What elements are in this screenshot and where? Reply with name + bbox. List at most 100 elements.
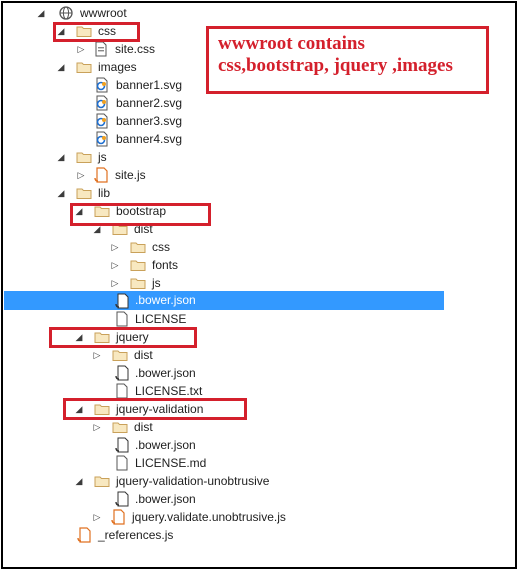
- expanded-arrow-icon[interactable]: ◢: [57, 25, 65, 36]
- tree-node-label: jquery.validate.unobtrusive.js: [132, 510, 286, 524]
- tree-node-label: fonts: [152, 258, 179, 272]
- tree-node-wwwroot[interactable]: ◢ wwwroot: [36, 4, 236, 22]
- tree-node-label: banner2.svg: [116, 96, 183, 110]
- screenshot-frame: [1, 1, 517, 569]
- text-file-icon: [116, 455, 128, 471]
- collapsed-arrow-icon[interactable]: ▷: [77, 169, 85, 180]
- globe-icon: [59, 6, 73, 20]
- annotation-note: wwwroot contains css,bootstrap, jquery ,…: [206, 26, 489, 94]
- expanded-arrow-icon[interactable]: ◢: [37, 7, 45, 18]
- expanded-arrow-icon[interactable]: ◢: [57, 151, 65, 162]
- js-file-icon: [94, 167, 108, 183]
- tree-node-validation-bower-json[interactable]: .bower.json: [114, 436, 224, 454]
- tree-node-label: LICENSE.md: [135, 456, 207, 470]
- folder-icon: [130, 242, 146, 253]
- tree-node-label: bootstrap: [116, 204, 167, 218]
- tree-node-label: site.css: [115, 42, 156, 56]
- json-file-icon: [115, 365, 129, 381]
- tree-node-label: css: [98, 24, 116, 38]
- tree-node-label: banner1.svg: [116, 78, 183, 92]
- folder-icon: [94, 206, 110, 217]
- tree-node-label: banner3.svg: [116, 114, 183, 128]
- expanded-arrow-icon[interactable]: ◢: [75, 475, 83, 486]
- folder-icon: [130, 260, 146, 271]
- highlight-box-css: [53, 22, 140, 42]
- tree-node-jquery-dist-folder[interactable]: ▷ dist: [92, 346, 192, 364]
- svg-file-icon: [96, 77, 108, 93]
- tree-node-site-css[interactable]: ▷ site.css: [76, 40, 196, 58]
- tree-node-label: banner4.svg: [116, 132, 183, 146]
- folder-icon: [94, 476, 110, 487]
- folder-icon: [94, 404, 110, 415]
- expanded-arrow-icon[interactable]: ◢: [57, 187, 65, 198]
- folder-icon: [112, 350, 128, 361]
- tree-node-label: .bower.json: [135, 438, 196, 452]
- highlight-box-bootstrap: [70, 203, 211, 226]
- svg-file-icon: [96, 113, 108, 129]
- folder-icon: [76, 152, 92, 163]
- tree-node-bootstrap-bower-json[interactable]: .bower.json: [4, 291, 444, 310]
- expanded-arrow-icon[interactable]: ◢: [75, 403, 83, 414]
- tree-node-banner2-svg[interactable]: banner2.svg: [94, 94, 204, 112]
- tree-node-site-js[interactable]: ▷ site.js: [76, 166, 176, 184]
- tree-node-jquery-validation-folder[interactable]: ◢ jquery-validation: [74, 400, 244, 418]
- collapsed-arrow-icon[interactable]: ▷: [111, 259, 119, 270]
- tree-node-bootstrap-folder[interactable]: ◢ bootstrap: [74, 202, 204, 220]
- json-file-icon: [115, 437, 129, 453]
- tree-node-css-folder[interactable]: ◢ css: [56, 22, 156, 40]
- svg-file-icon: [96, 131, 108, 147]
- tree-node-label: jquery: [116, 330, 149, 344]
- tree-node-jquery-folder[interactable]: ◢ jquery: [74, 328, 174, 346]
- tree-node-banner1-svg[interactable]: banner1.svg: [94, 76, 204, 94]
- collapsed-arrow-icon[interactable]: ▷: [111, 241, 119, 252]
- tree-node-label: _references.js: [98, 528, 174, 542]
- tree-node-banner3-svg[interactable]: banner3.svg: [94, 112, 204, 130]
- folder-icon: [76, 26, 92, 37]
- tree-node-dist-js-folder[interactable]: ▷ js: [110, 274, 210, 292]
- tree-node-label: css: [152, 240, 170, 254]
- text-file-icon: [116, 311, 128, 327]
- tree-node-unobtrusive-js[interactable]: ▷ jquery.validate.unobtrusive.js: [92, 508, 312, 526]
- json-file-icon: [115, 491, 129, 507]
- collapsed-arrow-icon[interactable]: ▷: [111, 277, 119, 288]
- tree-node-label: .bower.json: [135, 293, 196, 307]
- expanded-arrow-icon[interactable]: ◢: [93, 223, 101, 234]
- collapsed-arrow-icon[interactable]: ▷: [93, 511, 101, 522]
- tree-node-images-folder[interactable]: ◢ images: [56, 58, 176, 76]
- expanded-arrow-icon[interactable]: ◢: [75, 205, 83, 216]
- tree-node-label: dist: [134, 348, 153, 362]
- tree-node-label: jquery-validation-unobtrusive: [116, 474, 270, 488]
- folder-icon: [94, 332, 110, 343]
- tree-node-dist-css-folder[interactable]: ▷ css: [110, 238, 210, 256]
- tree-node-banner4-svg[interactable]: banner4.svg: [94, 130, 204, 148]
- tree-node-jquery-validation-unobtrusive-folder[interactable]: ◢ jquery-validation-unobtrusive: [74, 472, 324, 490]
- expanded-arrow-icon[interactable]: ◢: [57, 61, 65, 72]
- tree-node-unobtrusive-bower-json[interactable]: .bower.json: [114, 490, 224, 508]
- svg-file-icon: [96, 95, 108, 111]
- tree-node-fonts-folder[interactable]: ▷ fonts: [110, 256, 210, 274]
- js-file-icon: [111, 509, 125, 525]
- tree-node-lib-folder[interactable]: ◢ lib: [56, 184, 156, 202]
- tree-node-label: jquery-validation: [116, 402, 204, 416]
- collapsed-arrow-icon[interactable]: ▷: [93, 421, 101, 432]
- annotation-line-1: wwwroot contains: [218, 33, 365, 54]
- tree-node-label: site.js: [115, 168, 146, 182]
- collapsed-arrow-icon[interactable]: ▷: [77, 43, 85, 54]
- tree-node-js-folder[interactable]: ◢ js: [56, 148, 156, 166]
- tree-node-validation-dist-folder[interactable]: ▷ dist: [92, 418, 192, 436]
- tree-node-label: js: [98, 150, 107, 164]
- highlight-box-jquery-validation: [63, 398, 247, 420]
- tree-node-label: js: [152, 276, 161, 290]
- annotation-line-2: css,bootstrap, jquery ,images: [218, 55, 453, 76]
- expanded-arrow-icon[interactable]: ◢: [75, 331, 83, 342]
- tree-node-validation-license-md[interactable]: LICENSE.md: [114, 454, 224, 472]
- tree-node-bootstrap-license[interactable]: LICENSE: [114, 310, 214, 328]
- tree-node-references-js[interactable]: _references.js: [76, 526, 206, 544]
- text-file-icon: [116, 383, 128, 399]
- folder-icon: [130, 278, 146, 289]
- folder-icon: [76, 62, 92, 73]
- collapsed-arrow-icon[interactable]: ▷: [93, 349, 101, 360]
- tree-node-jquery-bower-json[interactable]: .bower.json: [114, 364, 224, 382]
- css-file-icon: [95, 41, 107, 57]
- tree-node-jquery-license-txt[interactable]: LICENSE.txt: [114, 382, 224, 400]
